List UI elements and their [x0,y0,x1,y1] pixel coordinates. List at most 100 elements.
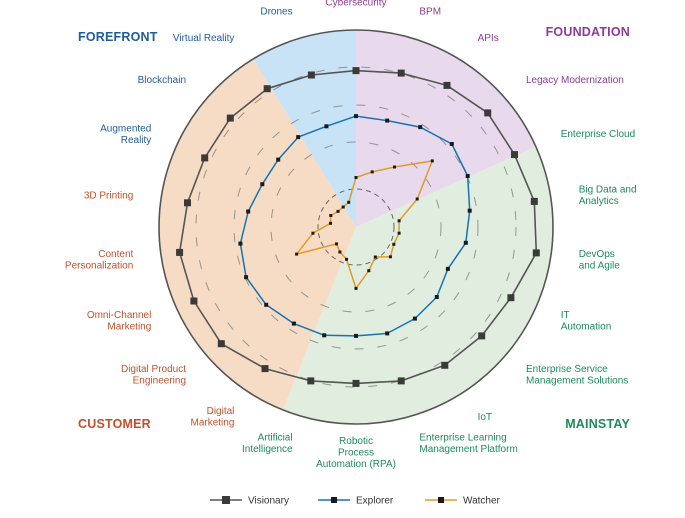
point-explorer-enterprise-service-management-solutions [434,295,439,299]
point-watcher-content-personalization [311,231,315,235]
legend-label-visionary: Visionary [248,496,289,507]
center-ring [317,188,395,266]
point-watcher-it-automation [392,242,396,246]
sector-mainstay [283,146,553,424]
point-watcher-artificial-intelligence [345,257,348,261]
category-label-enterprise-cloud: Enterprise Cloud [561,129,635,140]
point-watcher-digital-product-engineering [335,242,338,246]
point-visionary-devops-and-agile [532,249,540,257]
legend-item-explorer: Explorer [318,496,394,507]
legend-marker-explorer [331,497,337,503]
point-explorer-iot [412,316,417,321]
point-visionary-virtual-reality [263,85,271,93]
point-visionary-enterprise-learning-management-platform [397,377,405,385]
point-explorer-digital-product-engineering [264,302,269,307]
category-label-cybersecurity: Cybersecurity [325,0,386,9]
point-watcher-digital-marketing [338,250,342,254]
category-label-virtual-reality: Virtual Reality [173,33,235,44]
point-explorer-artificial-intelligence [322,333,327,338]
category-label-apis: APIs [478,33,499,44]
legend-marker-watcher [438,497,444,503]
point-watcher-robotic-process-automation-rpa [354,286,358,290]
legend-label-explorer: Explorer [356,496,394,507]
point-visionary-digital-marketing [261,365,269,373]
grid-ring-3 [270,141,442,313]
point-visionary-artificial-intelligence [307,377,315,385]
point-explorer-virtual-reality [296,135,301,140]
point-explorer-3d-printing [246,209,251,214]
legend-label-watcher: Watcher [463,496,501,507]
point-watcher-devops-and-agile [397,231,401,235]
point-visionary-drones [307,71,315,79]
legend-marker-visionary [222,496,230,504]
radar-series [176,67,540,387]
outer-ring [158,29,554,425]
point-watcher-cybersecurity [354,176,358,179]
point-explorer-it-automation [445,266,450,271]
point-visionary-apis [443,81,451,89]
point-explorer-drones [324,124,329,129]
point-explorer-enterprise-cloud [465,174,470,178]
point-visionary-enterprise-service-management-solutions [478,332,486,340]
legend: Visionary Explorer Watcher [210,496,501,507]
point-visionary-enterprise-cloud [511,151,518,159]
point-explorer-big-data-and-analytics [467,208,472,213]
point-visionary-3d-printing [184,199,191,207]
legend-item-visionary: Visionary [210,496,289,507]
point-watcher-apis [393,165,396,169]
category-label-drones: Drones [260,7,292,18]
point-watcher-omni-channel-marketing [295,252,299,256]
legend-item-watcher: Watcher [425,496,501,507]
point-visionary-iot [441,361,449,369]
point-watcher-virtual-reality [341,205,345,209]
point-visionary-content-personalization [176,248,184,256]
category-label-iot: IoT [478,412,492,423]
point-watcher-enterprise-cloud [415,197,419,201]
point-explorer-enterprise-learning-management-platform [385,331,390,336]
sector-foundation [355,30,536,227]
category-label-legacy-modernization: Legacy Modernization [526,75,624,86]
point-explorer-cybersecurity [354,114,358,119]
point-explorer-apis [418,125,423,130]
point-visionary-bpm [397,69,405,77]
point-visionary-cybersecurity [352,67,360,75]
radar-grid [158,29,554,425]
quadrant-title-forefront: FOREFRONT [78,30,158,44]
point-visionary-digital-product-engineering [217,340,225,348]
point-watcher-3d-printing [329,221,332,225]
category-label-3d-printing: 3D Printing [84,191,133,202]
point-explorer-legacy-modernization [449,142,454,146]
point-watcher-legacy-modernization [430,159,434,163]
point-watcher-big-data-and-analytics [397,219,401,223]
point-explorer-digital-marketing [291,321,296,326]
point-watcher-bpm [370,170,374,174]
point-explorer-bpm [385,118,390,123]
sector-forefront [253,30,356,227]
point-explorer-omni-channel-marketing [244,275,249,280]
point-visionary-omni-channel-marketing [190,297,198,305]
point-watcher-iot [373,255,377,259]
grid-ring-1 [195,66,517,388]
point-visionary-legacy-modernization [484,109,492,117]
point-watcher-enterprise-service-management-solutions [388,255,392,259]
point-visionary-augmented-reality [201,154,209,162]
point-watcher-drones [347,200,351,204]
point-visionary-it-automation [507,294,515,302]
point-explorer-blockchain [276,157,281,162]
point-explorer-augmented-reality [260,182,265,187]
quadrant-title-foundation: FOUNDATION [546,25,630,39]
